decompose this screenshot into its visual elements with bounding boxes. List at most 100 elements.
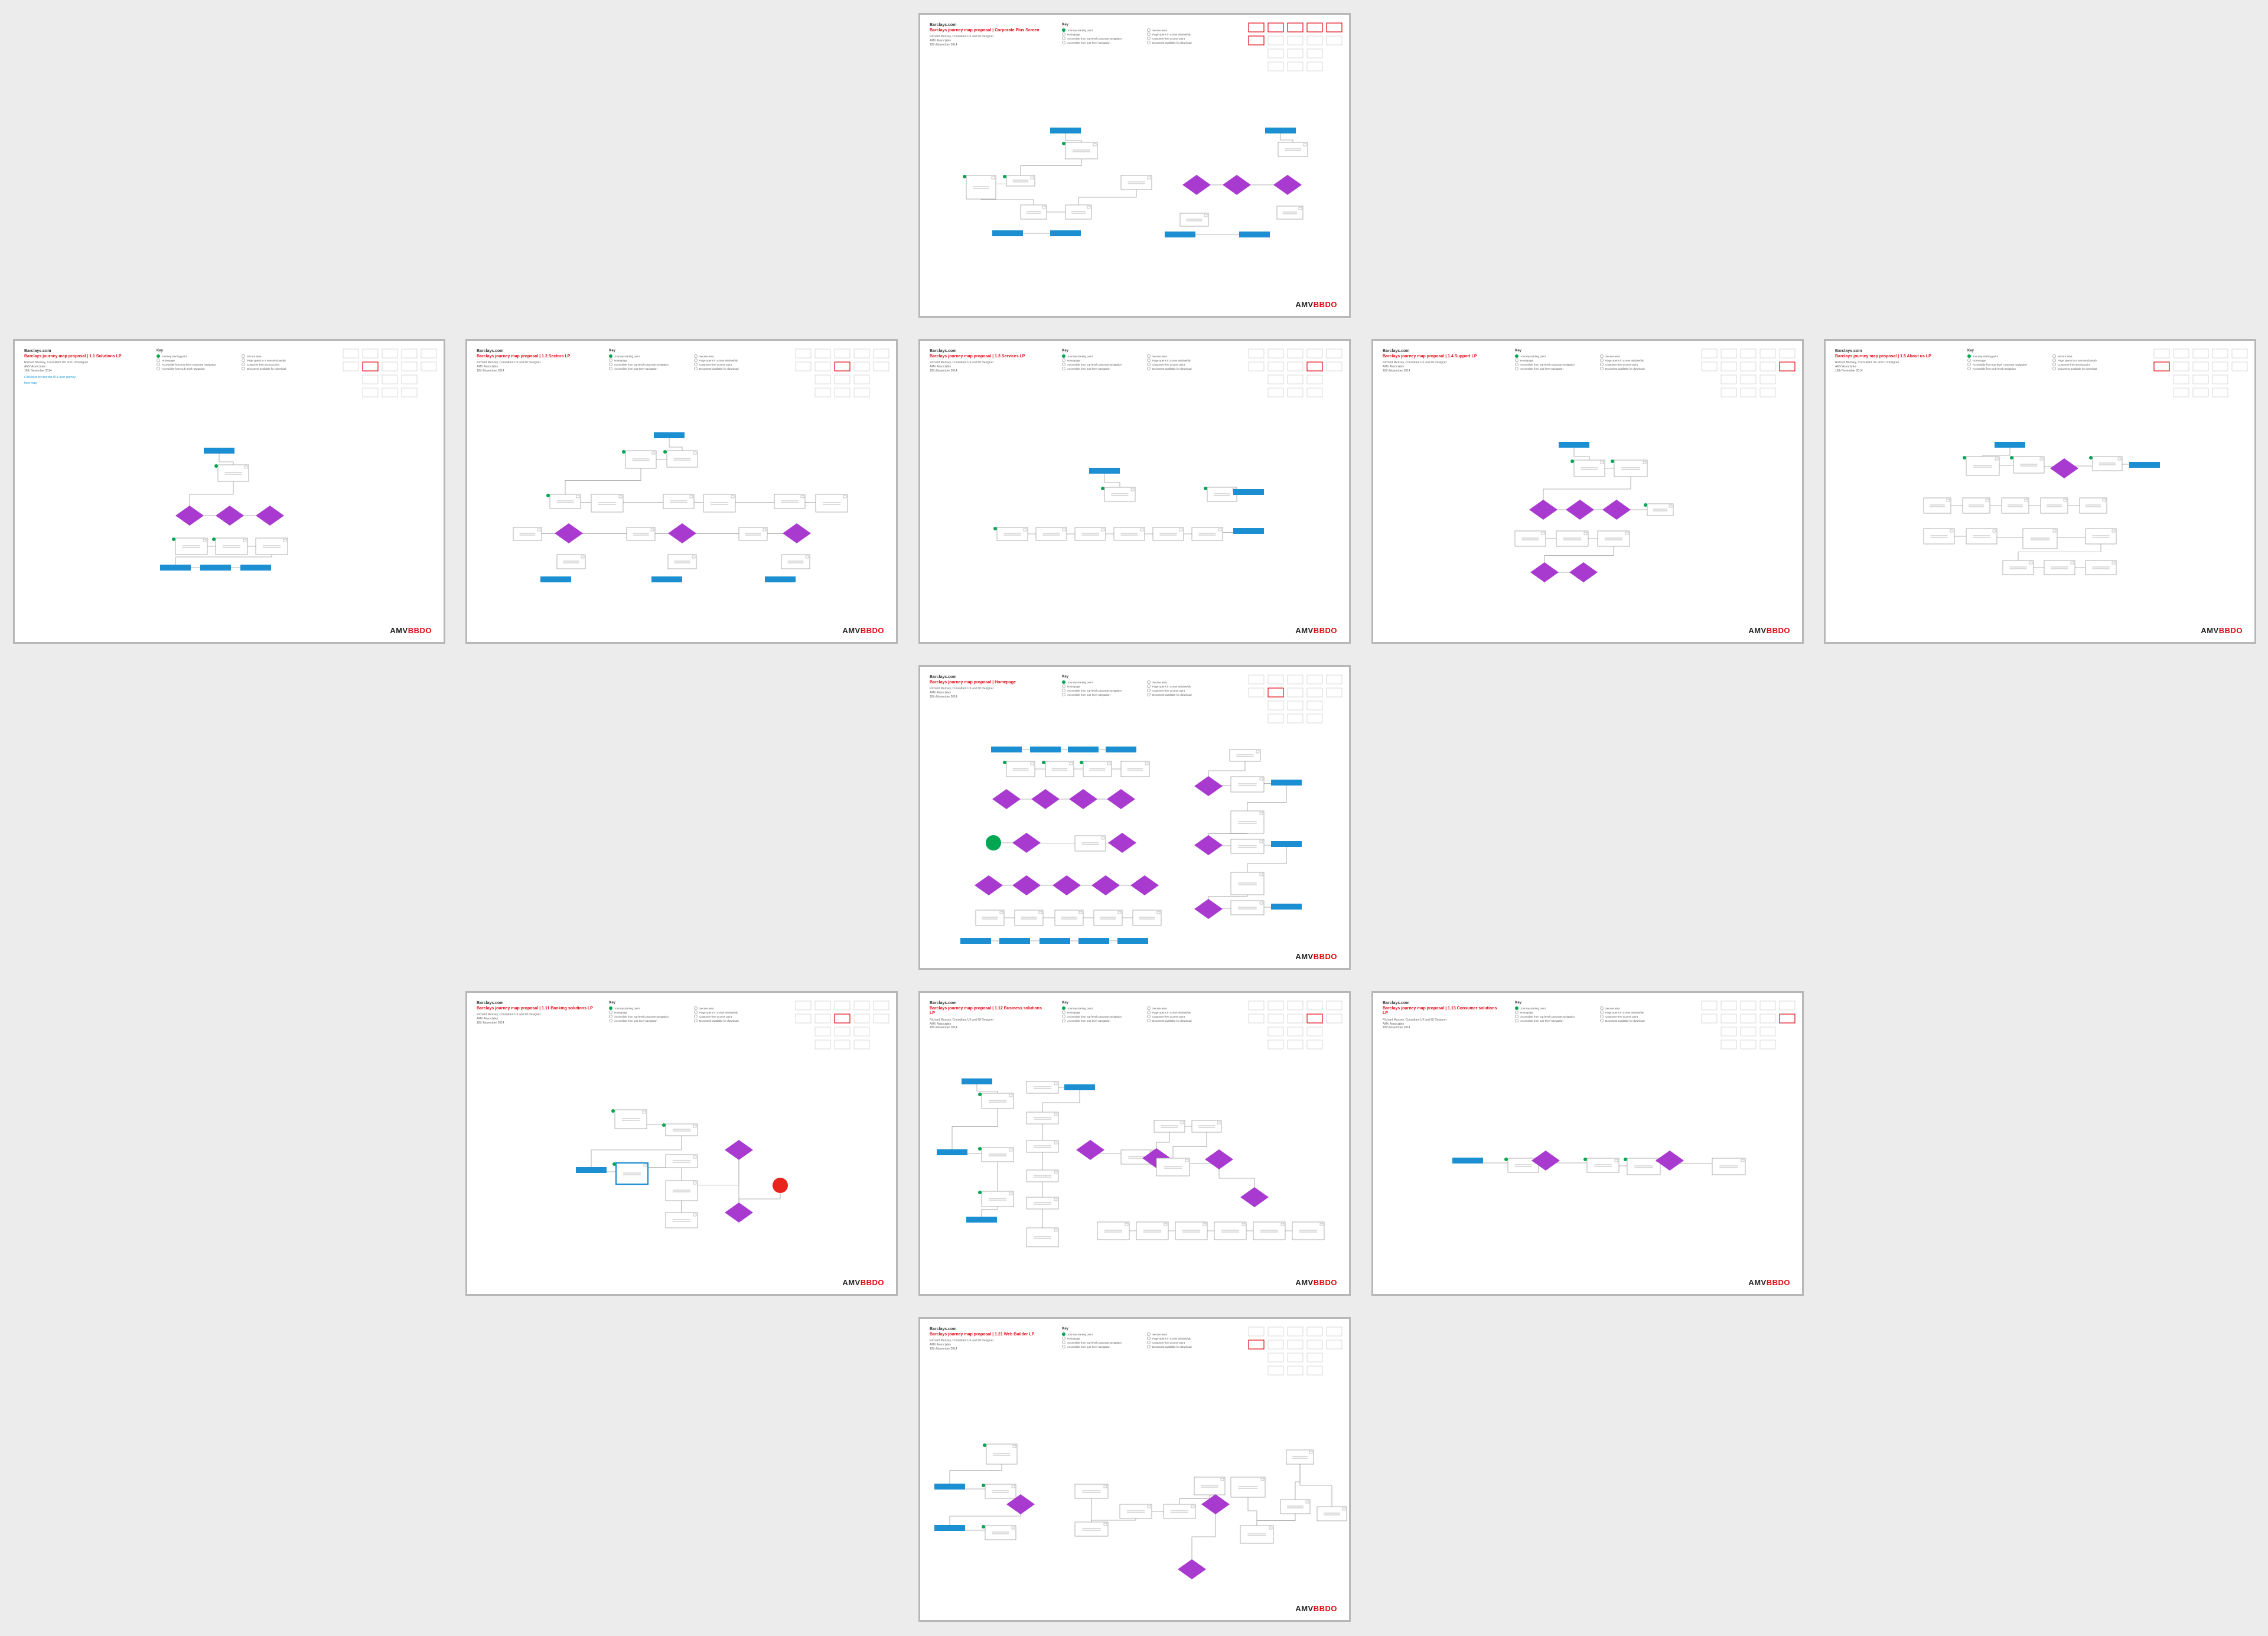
page-node[interactable] [1074,1521,1109,1537]
entry-point-tag[interactable] [1030,747,1061,752]
page-node[interactable] [1191,1120,1222,1133]
page-node[interactable] [1966,528,1997,545]
decision-diamond[interactable] [1194,776,1223,796]
page-node[interactable] [1074,835,1106,852]
page-node[interactable] [1230,810,1265,834]
page-node[interactable] [1230,872,1265,895]
page-node[interactable] [217,464,249,482]
page-node[interactable] [1026,1112,1059,1125]
page-node[interactable] [2013,456,2045,474]
decision-diamond[interactable] [1530,562,1559,582]
entry-point-tag[interactable] [1239,232,1270,237]
page-node[interactable] [1120,761,1150,777]
page-node[interactable] [1230,776,1265,793]
entry-point-tag[interactable] [1271,841,1302,847]
page-node[interactable] [985,1525,1016,1540]
page-node[interactable] [1104,487,1136,502]
page-node[interactable] [556,554,586,569]
entry-point-tag[interactable] [240,565,271,571]
decision-diamond[interactable] [1076,1140,1104,1160]
page-node[interactable] [2079,497,2107,514]
page-node[interactable] [1163,1504,1196,1519]
entry-point-tag[interactable] [960,938,991,944]
page-node[interactable] [1026,1081,1059,1094]
page-node[interactable] [2085,528,2117,545]
entry-point-tag[interactable] [1265,128,1296,133]
page-node[interactable] [1292,1221,1325,1240]
decision-diamond[interactable] [2050,458,2078,478]
decision-diamond[interactable] [1006,1494,1035,1514]
page-node[interactable] [1093,910,1123,926]
page-node[interactable] [1179,213,1209,227]
page-node[interactable] [981,1191,1014,1207]
page-node[interactable] [2092,456,2123,471]
page-node[interactable] [1020,204,1047,220]
page-node[interactable] [1276,206,1304,220]
decision-diamond[interactable] [1091,875,1120,895]
entry-point-tag[interactable] [1050,128,1081,133]
page-node[interactable] [1627,1158,1661,1175]
page-node[interactable] [2044,560,2075,575]
page-node[interactable] [1119,1504,1152,1519]
page-node[interactable] [1214,1221,1247,1240]
entry-point-tag[interactable] [966,1217,997,1223]
page-node[interactable] [1026,1197,1059,1210]
page-node[interactable] [1230,839,1265,854]
entry-point-tag[interactable] [1271,780,1302,786]
page-node[interactable] [703,494,736,513]
entry-point-tag[interactable] [1452,1158,1483,1164]
page-node[interactable] [1152,527,1184,541]
decision-diamond[interactable] [1205,1149,1233,1169]
decision-diamond[interactable] [1108,833,1136,853]
page-node[interactable] [2040,497,2068,514]
decision-diamond[interactable] [783,523,811,543]
page-node[interactable] [667,554,697,569]
decision-diamond[interactable] [668,523,696,543]
page-node[interactable] [1230,900,1265,915]
page-node[interactable] [1614,459,1648,477]
page-node[interactable] [1253,1221,1286,1240]
entry-point-tag[interactable] [999,938,1030,944]
decision-diamond[interactable] [1223,175,1251,195]
entry-point-tag[interactable] [962,1078,992,1084]
page-node[interactable] [1191,527,1223,541]
page-node[interactable] [1923,528,1955,545]
decision-diamond[interactable] [1012,833,1041,853]
page-node[interactable] [966,175,996,200]
page-node[interactable] [738,527,768,541]
page-node[interactable] [1962,497,1990,514]
entry-point-tag[interactable] [1165,232,1195,237]
page-node[interactable] [981,1147,1014,1162]
entry-point-tag[interactable] [654,432,685,438]
page-node[interactable] [1514,530,1546,547]
entry-point-tag[interactable] [934,1484,965,1490]
page-node[interactable] [614,1109,647,1129]
decision-diamond[interactable] [1069,789,1097,809]
page-node[interactable] [774,494,806,509]
page-node[interactable] [1074,527,1106,541]
page-node[interactable] [1006,761,1035,777]
page-node[interactable] [665,1212,698,1228]
page-node[interactable] [1280,1499,1311,1514]
entry-point-tag[interactable] [1106,747,1136,752]
page-node[interactable] [1006,175,1035,187]
decision-diamond[interactable] [1656,1151,1684,1171]
page-node[interactable] [665,1123,698,1136]
page-node[interactable] [1120,175,1152,190]
page-node[interactable] [815,494,848,513]
entry-point-tag[interactable] [1117,938,1148,944]
page-node[interactable] [986,1443,1018,1465]
page-node[interactable] [1586,1158,1619,1173]
page-node[interactable] [549,494,581,509]
page-node[interactable] [1083,761,1112,777]
decision-diamond[interactable] [555,523,583,543]
decision-diamond[interactable] [1569,562,1598,582]
page-node[interactable] [1136,1221,1169,1240]
page-node[interactable] [1286,1449,1314,1465]
page-node[interactable] [1229,749,1261,762]
entry-point-tag[interactable] [540,576,571,582]
entry-point-tag[interactable] [934,1525,965,1531]
page-node[interactable] [981,1093,1014,1109]
page-node[interactable] [513,527,542,541]
page-node[interactable] [1278,142,1308,157]
